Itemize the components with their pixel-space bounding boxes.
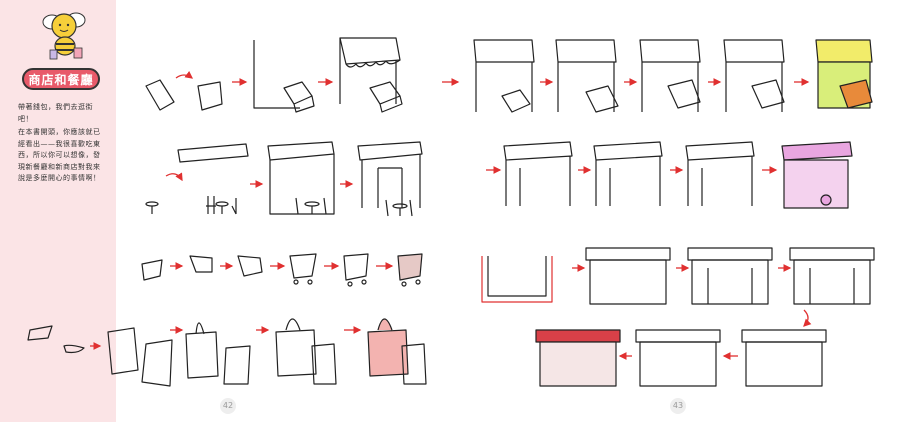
chapter-title: 商店和餐廳 [28, 72, 94, 87]
chapter-intro: 帶著錢包，我們去逛街吧！ 在本書開頭，你應該就已經看出——我很喜歡吃東西，所以你… [18, 102, 104, 187]
chapter-sidebar: 商店和餐廳 帶著錢包，我們去逛街吧！ 在本書開頭，你應該就已經看出——我很喜歡吃… [0, 0, 116, 422]
row-shop-front-steps [503, 141, 853, 209]
row-fruit-stand-steps [473, 39, 873, 113]
row-cafe-steps [145, 141, 423, 217]
intro-paragraph-2: 在本書開頭，你應該就已經看出——我很喜歡吃東西，所以你可以想像，發現新餐廳和新商… [18, 128, 101, 182]
intro-paragraph-1: 帶著錢包，我們去逛街吧！ [18, 103, 93, 123]
chapter-title-badge: 商店和餐廳 [22, 68, 100, 90]
step-arrows [90, 70, 812, 360]
right-page-number: 43 [670, 398, 686, 414]
row-awning-steps [145, 37, 403, 113]
bee-mascot-icon [42, 12, 86, 60]
row-cart-steps [141, 253, 423, 287]
left-page-number: 42 [220, 398, 236, 414]
row-bag-steps [27, 318, 427, 387]
row-storefront-steps [481, 247, 875, 387]
